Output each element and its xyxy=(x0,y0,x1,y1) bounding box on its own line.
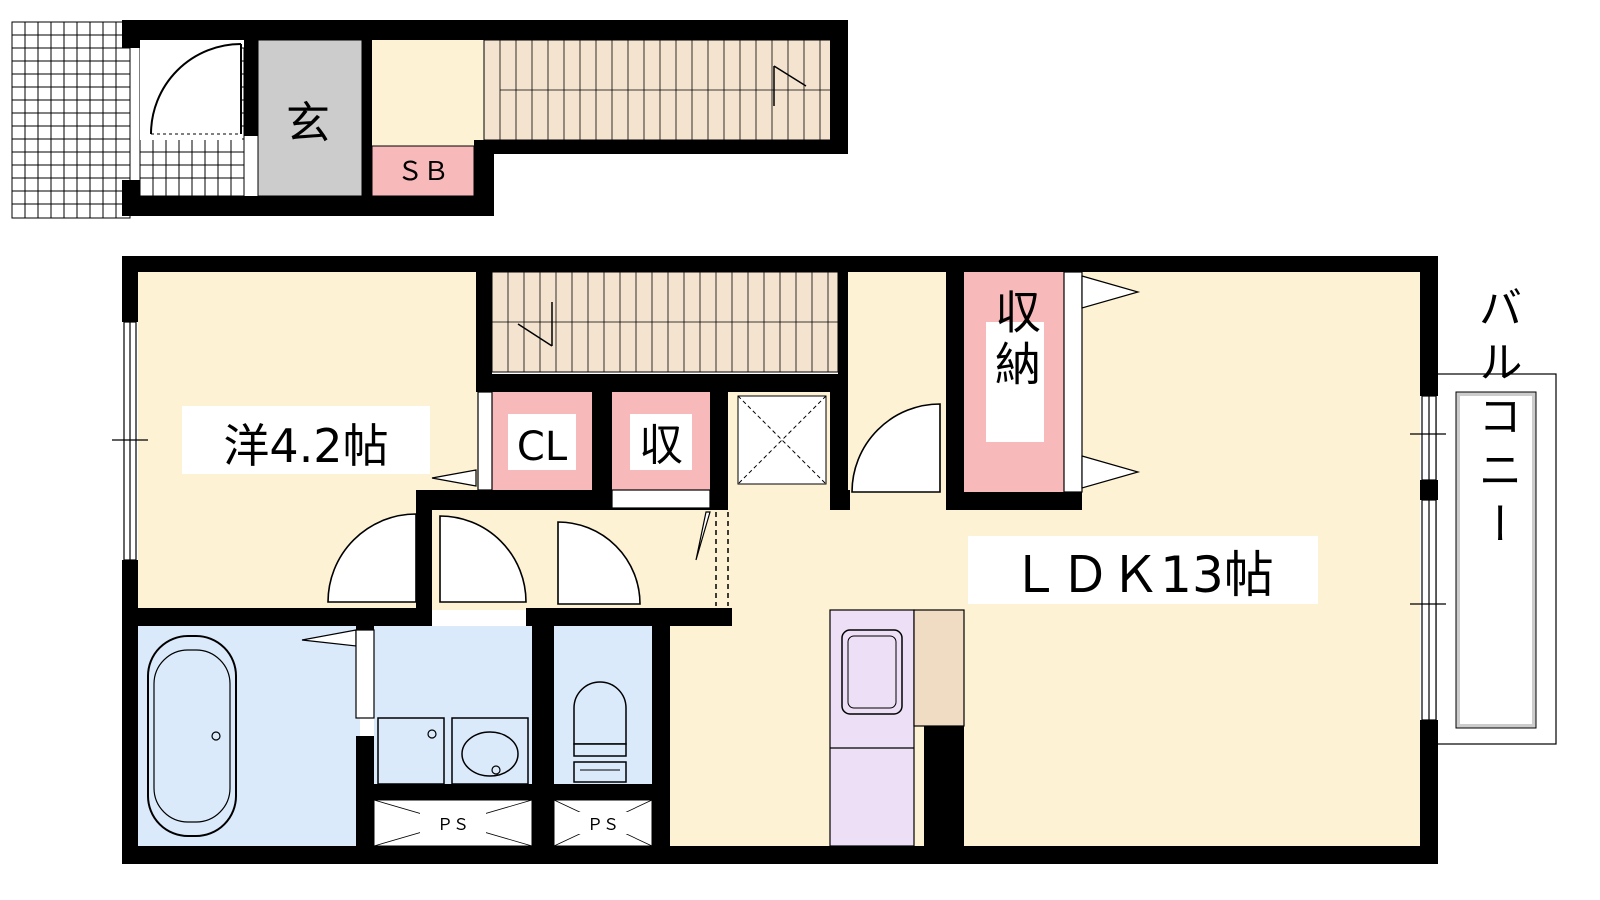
upper-stairs xyxy=(483,39,833,141)
washbasin-icon xyxy=(451,717,529,785)
stairs-direction-arrow-main xyxy=(517,302,553,347)
porch-tile-grid xyxy=(11,21,131,219)
main-stairs xyxy=(491,271,839,373)
kitchen-sink-icon xyxy=(841,629,903,715)
stairs-direction-arrow xyxy=(773,65,807,106)
entrance-hall xyxy=(372,40,484,146)
ps-right-label: ＰＳ xyxy=(587,815,619,834)
bathtub-icon xyxy=(147,635,237,837)
under-stair-storage xyxy=(737,395,827,485)
ps-right xyxy=(553,799,653,847)
storage-small-label: 収 xyxy=(639,420,683,471)
toilet-icon xyxy=(573,681,627,783)
entrance-label: 玄 xyxy=(286,98,330,149)
ldk-label: ＬＤＫ13帖 xyxy=(1010,546,1274,604)
window-balcony xyxy=(1410,395,1446,721)
ldk-label-bg xyxy=(968,536,1318,604)
ps-left-label: ＰＳ xyxy=(437,815,469,834)
entrance-door[interactable] xyxy=(140,40,242,140)
storage-small-label-bg xyxy=(630,414,692,470)
balcony xyxy=(1435,373,1557,745)
bathroom xyxy=(138,626,360,846)
balcony-label: バルコニー xyxy=(1471,285,1522,555)
window-west xyxy=(112,321,148,561)
shoe-box-label: ＳＢ xyxy=(397,157,449,187)
washing-machine-icon xyxy=(377,717,445,785)
main-floor: ＰＳ ＰＳ xyxy=(112,256,1557,864)
closet-label-bg xyxy=(508,414,576,470)
western-room-label: 洋4.2帖 xyxy=(223,419,388,473)
upper-walls xyxy=(122,20,848,216)
sliding-doors[interactable] xyxy=(301,271,1141,719)
shoe-box xyxy=(371,145,475,197)
western-label-bg xyxy=(182,406,430,474)
closet-label: CL xyxy=(517,424,568,470)
entrance-area: 玄 ＳＢ xyxy=(11,20,848,219)
storage-large-label: 収納 xyxy=(988,288,1042,392)
storage-large-label-bg xyxy=(986,322,1044,442)
kitchen-counter xyxy=(829,609,965,847)
ps-left xyxy=(373,799,533,847)
door-swing-icon[interactable] xyxy=(327,403,941,605)
